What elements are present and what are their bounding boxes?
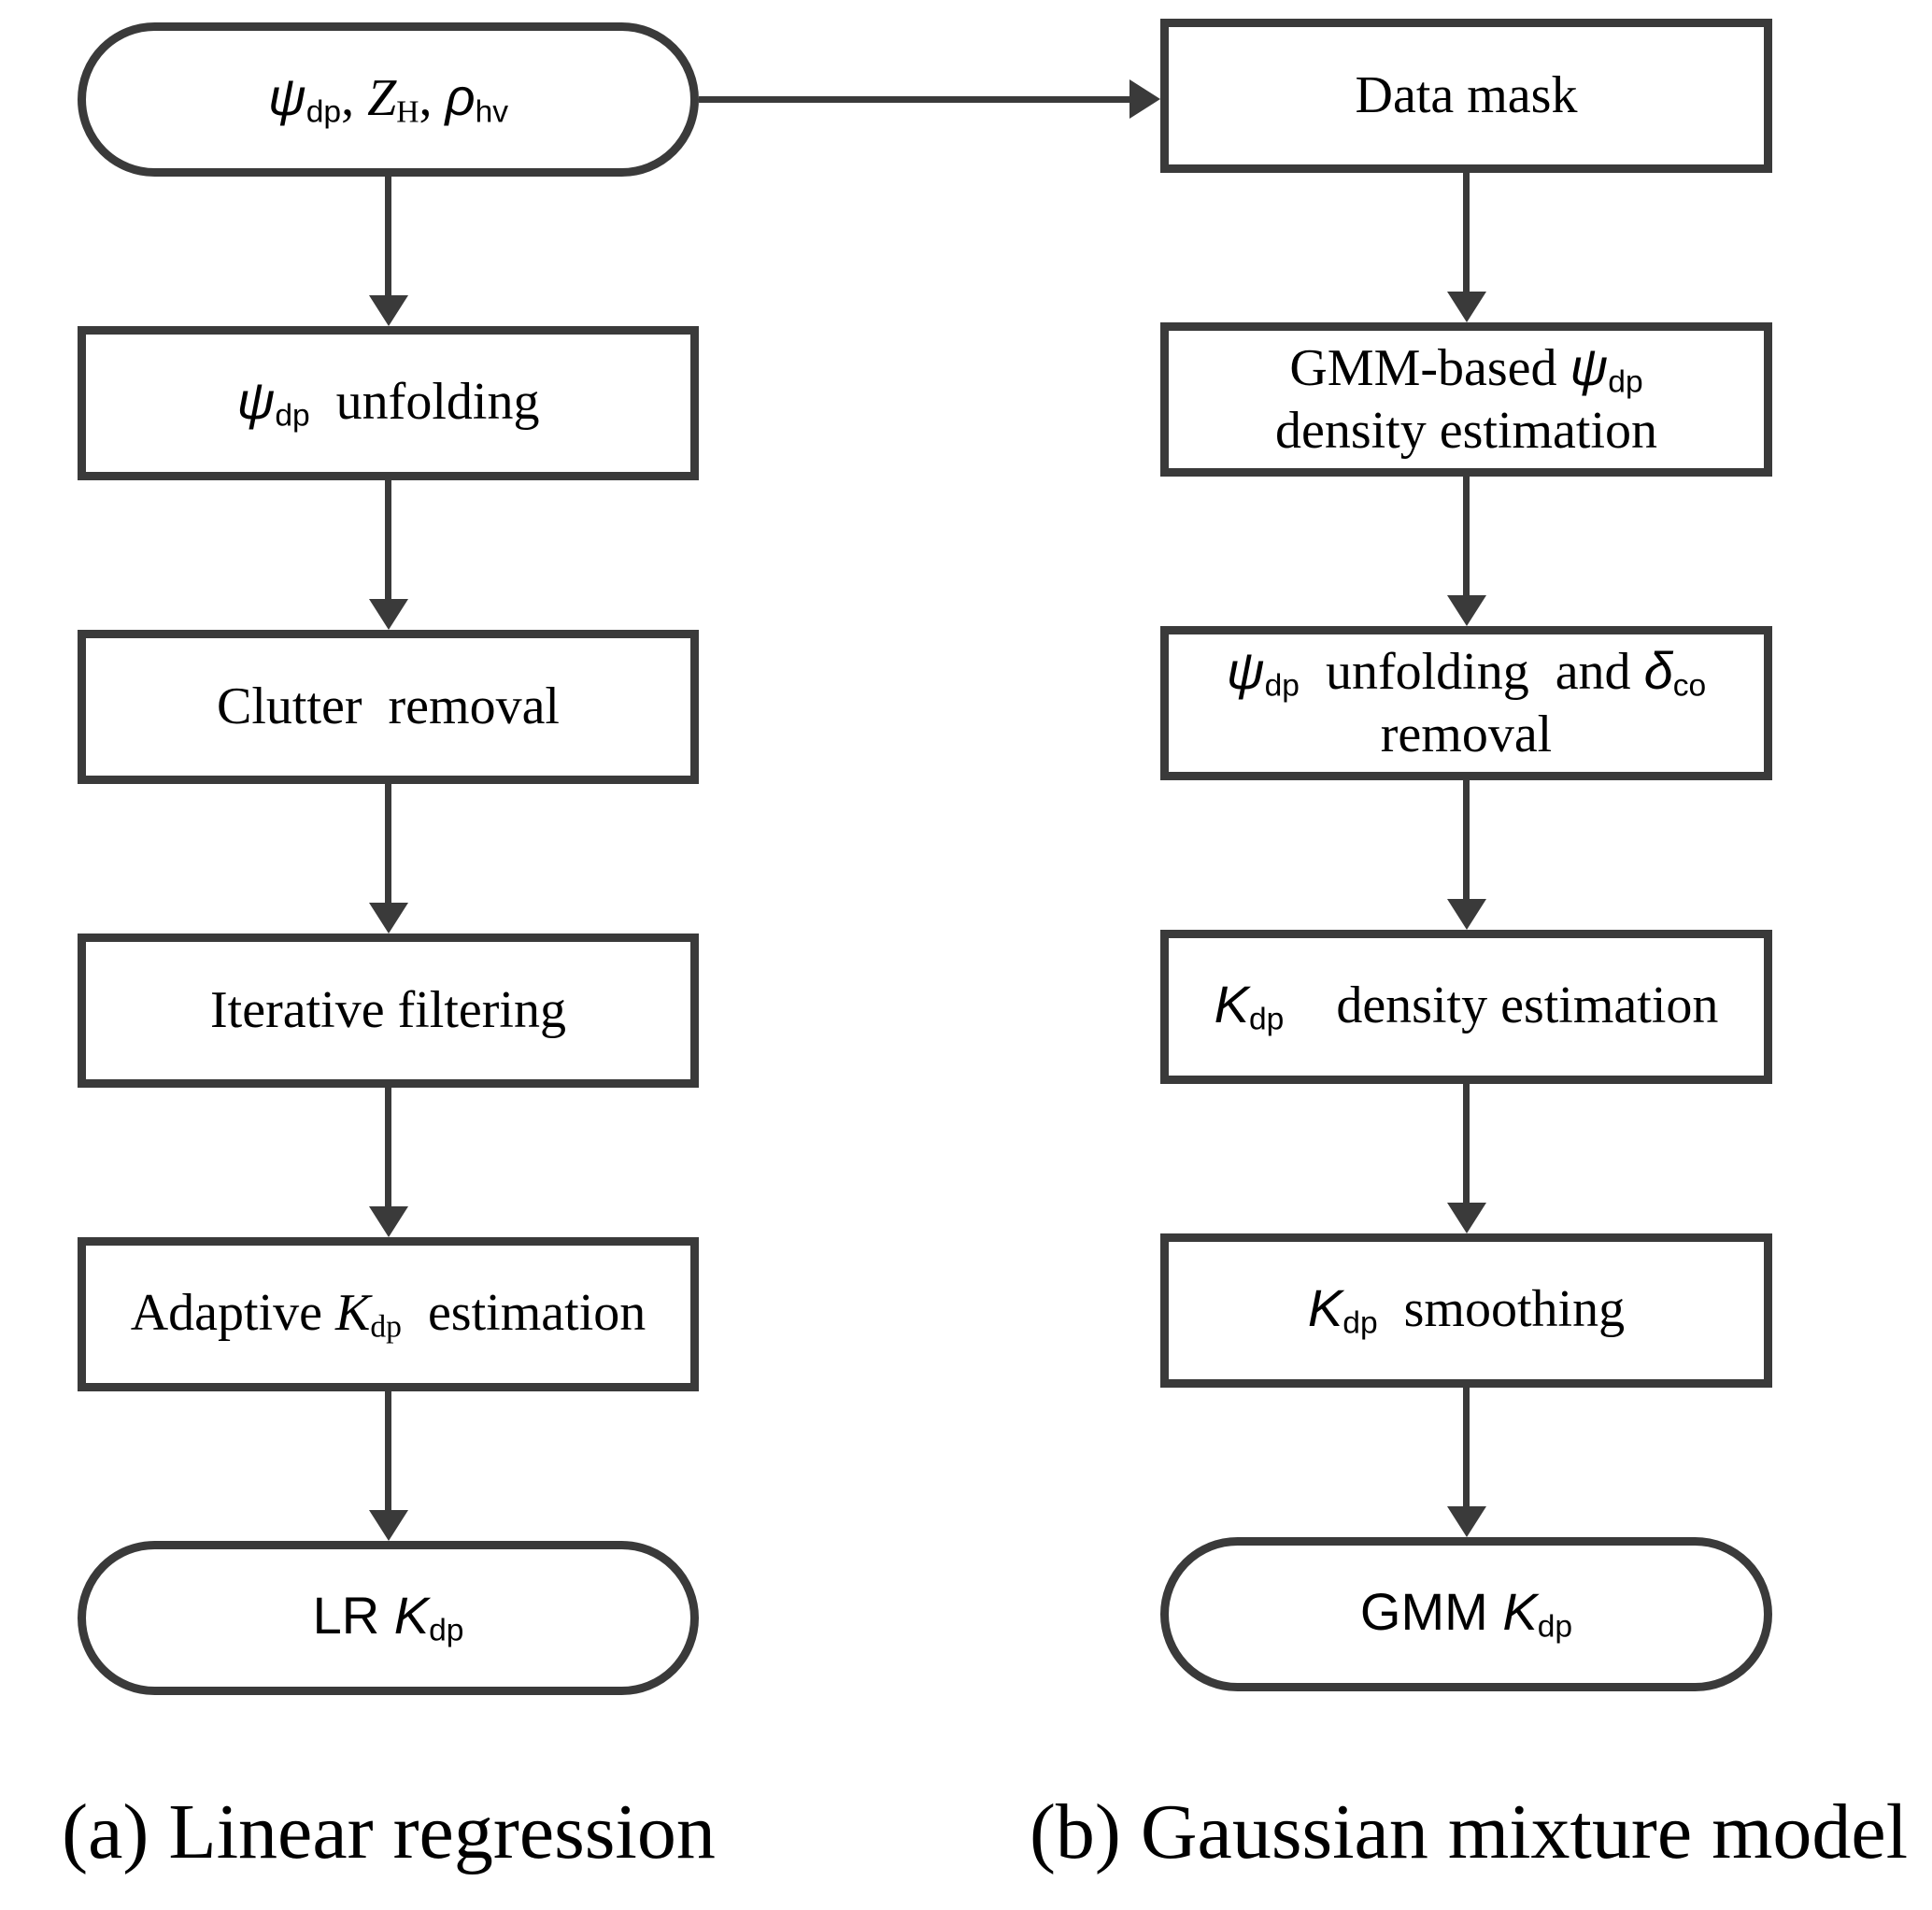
node-label: LR Kdp (312, 1586, 464, 1648)
linear-regression-column: ψdp, ZH, ρhv ψdp unfolding Clutter remov… (78, 22, 699, 1695)
arrow-head (1446, 1506, 1486, 1537)
arrow-down-icon (78, 1088, 699, 1237)
node-label: Data mask (1355, 66, 1578, 125)
arrow-head (1446, 899, 1486, 930)
node-kdp-smoothing: Kdp smoothing (1160, 1233, 1772, 1388)
arrow-right-icon (699, 71, 1160, 127)
arrow-head (368, 1206, 408, 1237)
arrow-line (385, 1088, 391, 1206)
node-psidp-unfolding: ψdp unfolding (78, 326, 699, 480)
node-label: Kdp density estimation (1214, 975, 1719, 1037)
arrow-line (1463, 1084, 1470, 1203)
arrow-down-icon (78, 177, 699, 326)
arrow-line (1463, 173, 1470, 292)
arrow-head (368, 903, 408, 934)
arrow-down-icon (1160, 780, 1772, 930)
arrow-head (1446, 292, 1486, 322)
arrow-head (368, 295, 408, 326)
arrow-down-icon (1160, 477, 1772, 626)
caption-gaussian-mixture-model: (b) Gaussian mixture model (1029, 1789, 1909, 1875)
arrow-down-icon (1160, 173, 1772, 322)
arrow-head (368, 1510, 408, 1541)
node-iterative-filtering: Iterative filtering (78, 934, 699, 1088)
caption-linear-regression: (a) Linear regression (62, 1789, 716, 1875)
node-label: ψdp unfolding (236, 371, 540, 434)
arrow-down-icon (1160, 1388, 1772, 1537)
node-clutter-removal: Clutter removal (78, 630, 699, 784)
arrow-head (1446, 595, 1486, 626)
node-input-variables: ψdp, ZH, ρhv (78, 22, 699, 177)
arrow-down-icon (78, 1391, 699, 1541)
arrow-line (1463, 1388, 1470, 1506)
node-gmm-kdp-output: GMM Kdp (1160, 1537, 1772, 1691)
arrow-down-icon (78, 784, 699, 934)
arrow-line (1463, 477, 1470, 595)
arrow-head (1129, 79, 1160, 119)
arrow-line (699, 95, 1129, 103)
arrow-down-icon (78, 480, 699, 630)
arrow-line (385, 480, 391, 599)
node-label: Iterative filtering (210, 981, 566, 1040)
node-label: Adaptive Kdp estimation (130, 1283, 646, 1345)
arrow-head (1446, 1203, 1486, 1233)
node-adaptive-kdp-estimation: Adaptive Kdp estimation (78, 1237, 699, 1391)
node-label: ψdp, ZH, ρhv (267, 67, 509, 130)
arrow-line (385, 177, 391, 295)
arrow-down-icon (1160, 1084, 1772, 1233)
arrow-line (1463, 780, 1470, 899)
arrow-line (385, 784, 391, 903)
arrow-line (385, 1391, 391, 1510)
node-label: Clutter removal (216, 677, 560, 736)
node-label: GMM Kdp (1359, 1582, 1573, 1645)
node-lr-kdp-output: LR Kdp (78, 1541, 699, 1695)
arrow-head (368, 599, 408, 630)
node-kdp-density-estimation: Kdp density estimation (1160, 930, 1772, 1084)
node-data-mask: Data mask (1160, 19, 1772, 173)
node-label: Kdp smoothing (1307, 1278, 1626, 1341)
